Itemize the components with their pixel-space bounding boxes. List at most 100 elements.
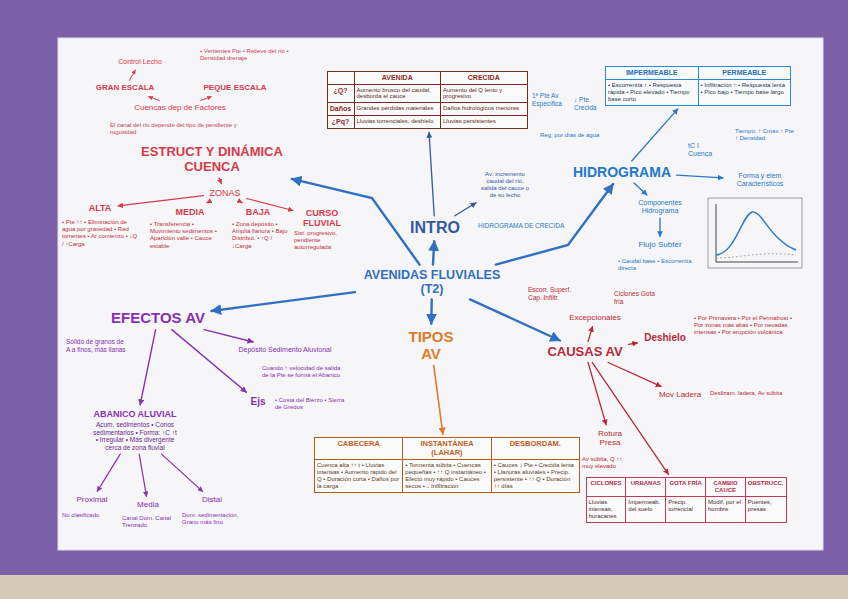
table-header: DESBORDAM. (492, 438, 579, 459)
subtopic: Distal (198, 494, 226, 505)
connector-arrow (632, 109, 678, 161)
connector-arrow (429, 132, 434, 215)
table-header: Daños (328, 103, 354, 115)
connector-arrow (129, 70, 135, 80)
branch-topic: CAUSAS AV (544, 344, 627, 361)
table-header: INSTANTÁNEA (LAHAR) (403, 438, 490, 459)
topic-text: ALTA (88, 203, 112, 213)
subtopic: GRAN ESCALA (92, 82, 158, 93)
topic-text: Rotura Presa (595, 429, 625, 447)
topic-text: Distal (201, 495, 223, 504)
note-text: Cuando ↑ velocidad de salida de la Pte s… (262, 365, 347, 379)
connector-arrow (118, 196, 204, 206)
connector-arrow (659, 218, 660, 236)
subtopic: Excepcionales (566, 312, 625, 323)
subtopic: Deshielo (641, 331, 690, 345)
table-header: CICLONES (587, 478, 626, 496)
connector-arrow (201, 97, 211, 101)
subtopic: Rotura Presa (592, 428, 628, 448)
connector-arrow (149, 97, 159, 101)
topic-text: CURSO FLUVIAL (299, 208, 345, 229)
note-text: Canal Dom. Canal Trenzado (122, 515, 174, 529)
table-cell: Lluvias persistentes (441, 116, 527, 128)
note-text: No clasificado (62, 512, 117, 519)
topic-text: Ejs (250, 396, 267, 408)
subtopic: ABANICO ALUVIAL Acum. sedimentos • Conos … (89, 408, 181, 452)
topic-text: Av: incremento caudal del río, salida de… (480, 171, 530, 199)
topic-text: INTRO (410, 219, 461, 237)
subtopic: Componentes Hidrograma (630, 198, 690, 216)
note-text: El canal del río depende del tipo de pen… (110, 122, 260, 136)
table-cell: Cuenca alta ↑↑ t • Lluvias intensas • Au… (315, 460, 402, 492)
note-text: Ciclones Gota fría (614, 290, 659, 306)
table-header: AVENIDA (355, 72, 441, 84)
topic-text: Control Lecho (118, 58, 163, 66)
connector-arrow (212, 292, 356, 311)
subtopic: CURSO FLUVIAL (296, 207, 348, 230)
table-cell: Daños hidrológicos menores (441, 103, 527, 115)
topic-text: HIDROGRAMA (573, 164, 672, 180)
connector-arrow (455, 203, 476, 216)
table-cell: Aumento del Q lento y progresivo (441, 85, 527, 103)
topic-text: EFECTOS AV (111, 309, 206, 326)
note-text: HIDROGRAMA DE CRECIDA (478, 222, 568, 230)
subtopic: Forma y elem Característicos (726, 171, 794, 189)
subtopic: MEDIA (172, 206, 208, 218)
table-cell: • Cauces ↓ Pte • Crecida lenta • Llanura… (492, 460, 579, 492)
topic-text: Mov Ladera (658, 390, 702, 399)
subtopic: ALTA (85, 202, 115, 214)
table-header: OBSTRUCC. (746, 478, 786, 496)
connector-arrow (433, 241, 434, 264)
topic-text: ZONAS (209, 188, 242, 198)
table-header: ¿Pq? (328, 116, 354, 128)
connector-arrow (162, 454, 203, 491)
subtopic: ZONAS (206, 187, 245, 199)
table-cell: Precip. torrencial (666, 497, 705, 522)
connector-arrow (139, 454, 146, 496)
connector-arrow (97, 454, 120, 491)
topic-body: Acum. sedimentos • Conos sedimentarios •… (92, 421, 178, 451)
note-text: Sólido de granos de A a finos, más llana… (66, 338, 128, 354)
blank-cell (328, 72, 354, 84)
connector-arrow (140, 330, 155, 405)
connector-arrow (470, 299, 560, 340)
table-header: ¿Q? (328, 85, 354, 103)
branch-topic: EFECTOS AV (108, 308, 209, 327)
topic-text: MEDIA (175, 207, 205, 217)
note-text: ↓ Pte Crecida (574, 96, 602, 112)
note-text: • Caudal base • Escorrentía directa (618, 258, 700, 272)
connector-arrow (219, 178, 221, 184)
connector-arrow (629, 343, 638, 345)
topic-text: CAUSAS AV (547, 345, 624, 360)
central-topic: AVENIDAS FLUVIALES (T2) (357, 267, 507, 298)
topic-text: BAJA (245, 207, 271, 217)
table-header: CRECIDA (441, 72, 527, 84)
branch-topic: HIDROGRAMA (570, 163, 675, 181)
table-header: PERMEABLE (699, 67, 791, 79)
connector-arrow (434, 365, 443, 434)
table-cell: Modif. por el hombre (706, 497, 745, 522)
note-text: • Pte ↑↑ • Eliminación de agua por grave… (62, 219, 140, 248)
table-cell: • Tormenta súbita • Cuencas pequeñas • ↑… (403, 460, 490, 492)
connector-arrow (430, 299, 433, 323)
connector-arrow (588, 327, 592, 342)
table-cell: • Escorrentía ↑ • Respuesta rápida • Pic… (606, 80, 698, 105)
topic-text: Cuencas dep de Factores (134, 103, 227, 112)
topic-text: ESTRUCT Y DINÁMICA CUENCA (135, 145, 289, 175)
connector-arrow (172, 330, 247, 393)
note-text: tC I Cuenca (688, 142, 720, 159)
table-header: IMPERMEABLE (606, 67, 698, 79)
floor (0, 575, 848, 599)
baseflow-curve (716, 254, 796, 258)
topic-text: AVENIDAS FLUVIALES (T2) (360, 268, 504, 297)
connector-arrow (292, 179, 420, 265)
topic-text: ABANICO ALUVIAL (92, 409, 178, 419)
definition-note: Av: incremento caudal del río, salida de… (477, 170, 533, 200)
graph-frame (708, 198, 802, 268)
note-text: • Por Primavera • Por el Permafrost • Po… (694, 315, 798, 337)
table-cell: Aumento brusco del caudal, desborda el c… (355, 85, 441, 103)
note-text: Deslizam. ladera, Av súbita (710, 390, 795, 397)
topic-text: TIPOS AV (403, 328, 459, 363)
table-cell: Puentes, presas (746, 497, 786, 522)
